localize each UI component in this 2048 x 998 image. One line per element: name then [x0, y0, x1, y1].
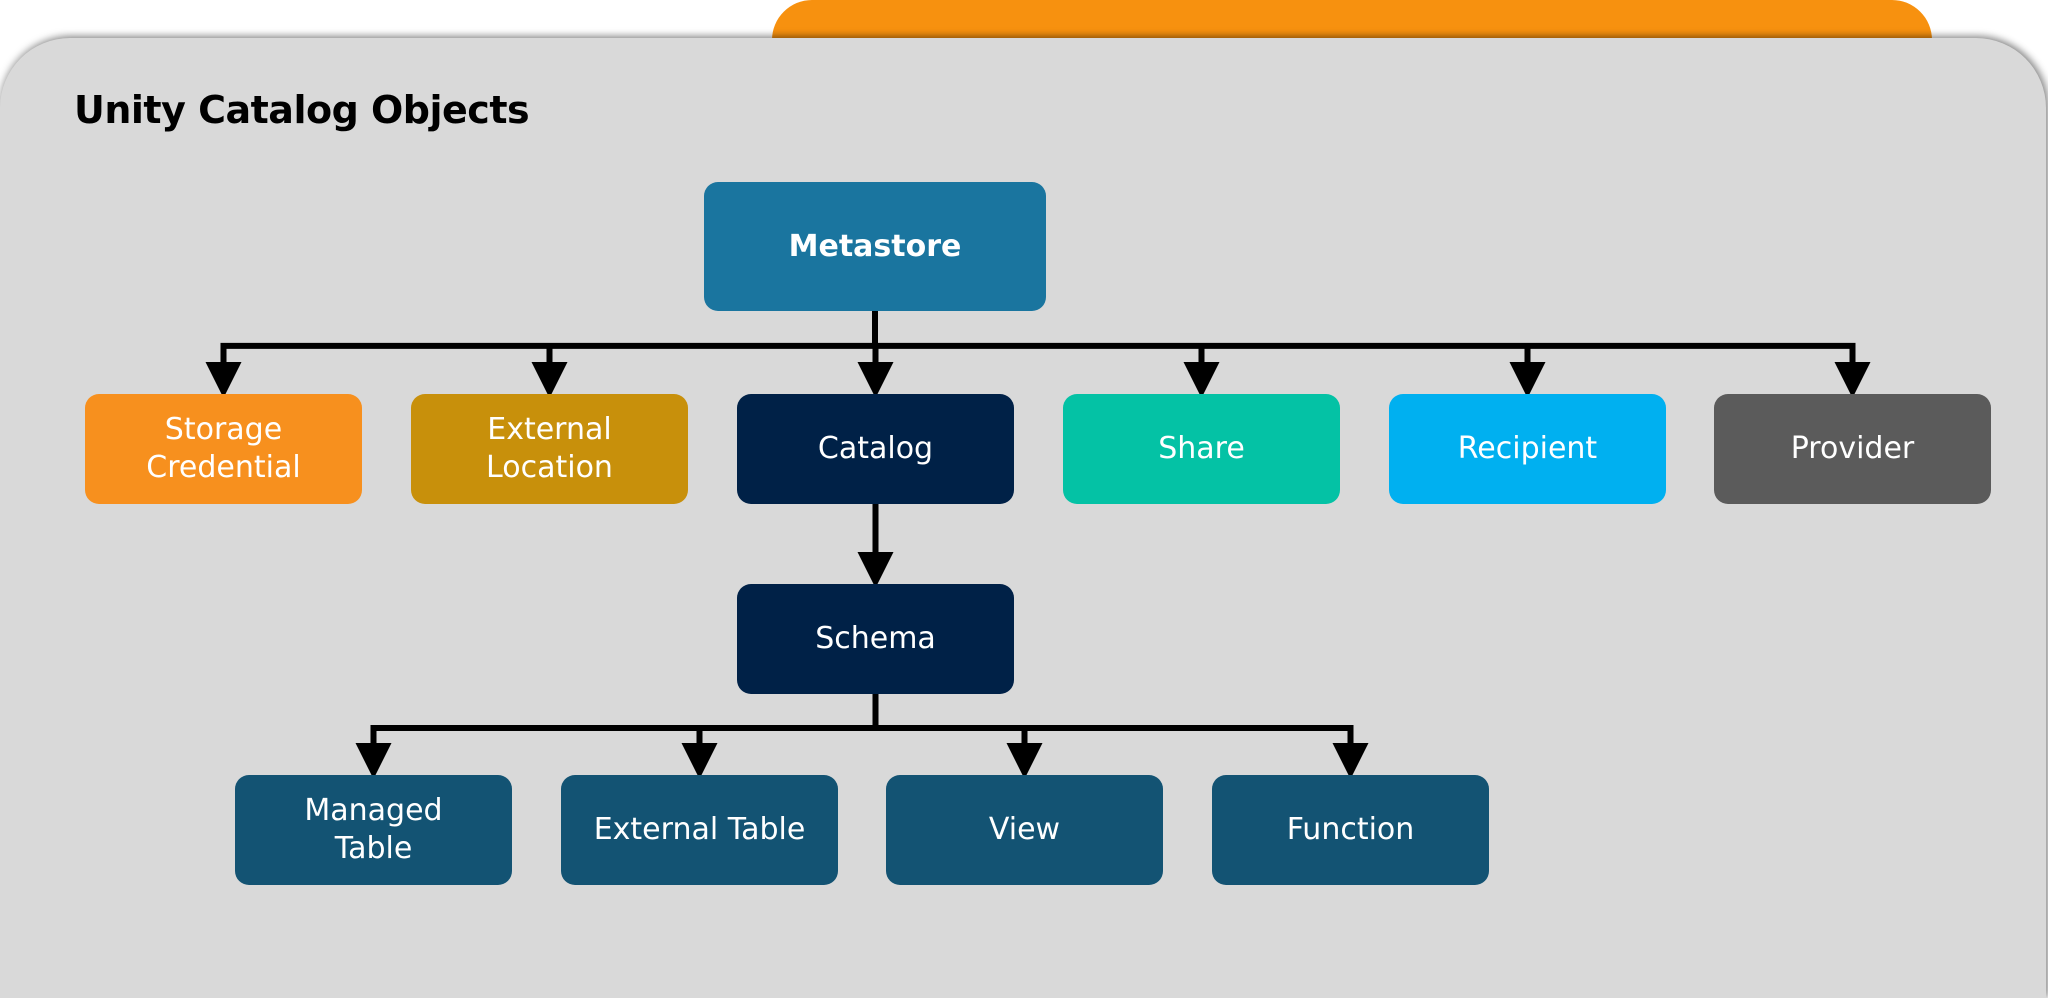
node-recipient[interactable]: Recipient: [1389, 394, 1666, 504]
node-view[interactable]: View: [886, 775, 1163, 885]
node-recipient-label: Recipient: [1457, 431, 1598, 466]
node-catalog[interactable]: Catalog: [737, 394, 1014, 504]
node-metastore-label: Metastore: [788, 228, 962, 264]
node-managed-table-label: Managed Table: [304, 793, 443, 866]
node-external-table-label: External Table: [593, 812, 806, 847]
node-function[interactable]: Function: [1212, 775, 1489, 885]
node-provider-label: Provider: [1790, 431, 1915, 466]
node-external-location-label: External Location: [486, 412, 613, 485]
edge-group: [205, 311, 1871, 779]
connector-layer: [205, 311, 1871, 779]
node-storage-credential-label: Storage Credential: [146, 412, 301, 485]
node-share-label: Share: [1158, 431, 1245, 466]
node-managed-table[interactable]: Managed Table: [235, 775, 512, 885]
diagram-title: Unity Catalog Objects: [74, 88, 530, 132]
node-provider[interactable]: Provider: [1714, 394, 1991, 504]
node-share[interactable]: Share: [1063, 394, 1340, 504]
node-metastore[interactable]: Metastore: [704, 182, 1046, 311]
node-external-location[interactable]: External Location: [411, 394, 688, 504]
node-external-table[interactable]: External Table: [561, 775, 838, 885]
node-storage-credential[interactable]: Storage Credential: [85, 394, 362, 504]
node-schema[interactable]: Schema: [737, 584, 1014, 694]
node-view-label: View: [988, 812, 1061, 847]
node-schema-label: Schema: [815, 621, 936, 656]
node-catalog-label: Catalog: [817, 431, 934, 466]
node-function-label: Function: [1286, 812, 1415, 847]
